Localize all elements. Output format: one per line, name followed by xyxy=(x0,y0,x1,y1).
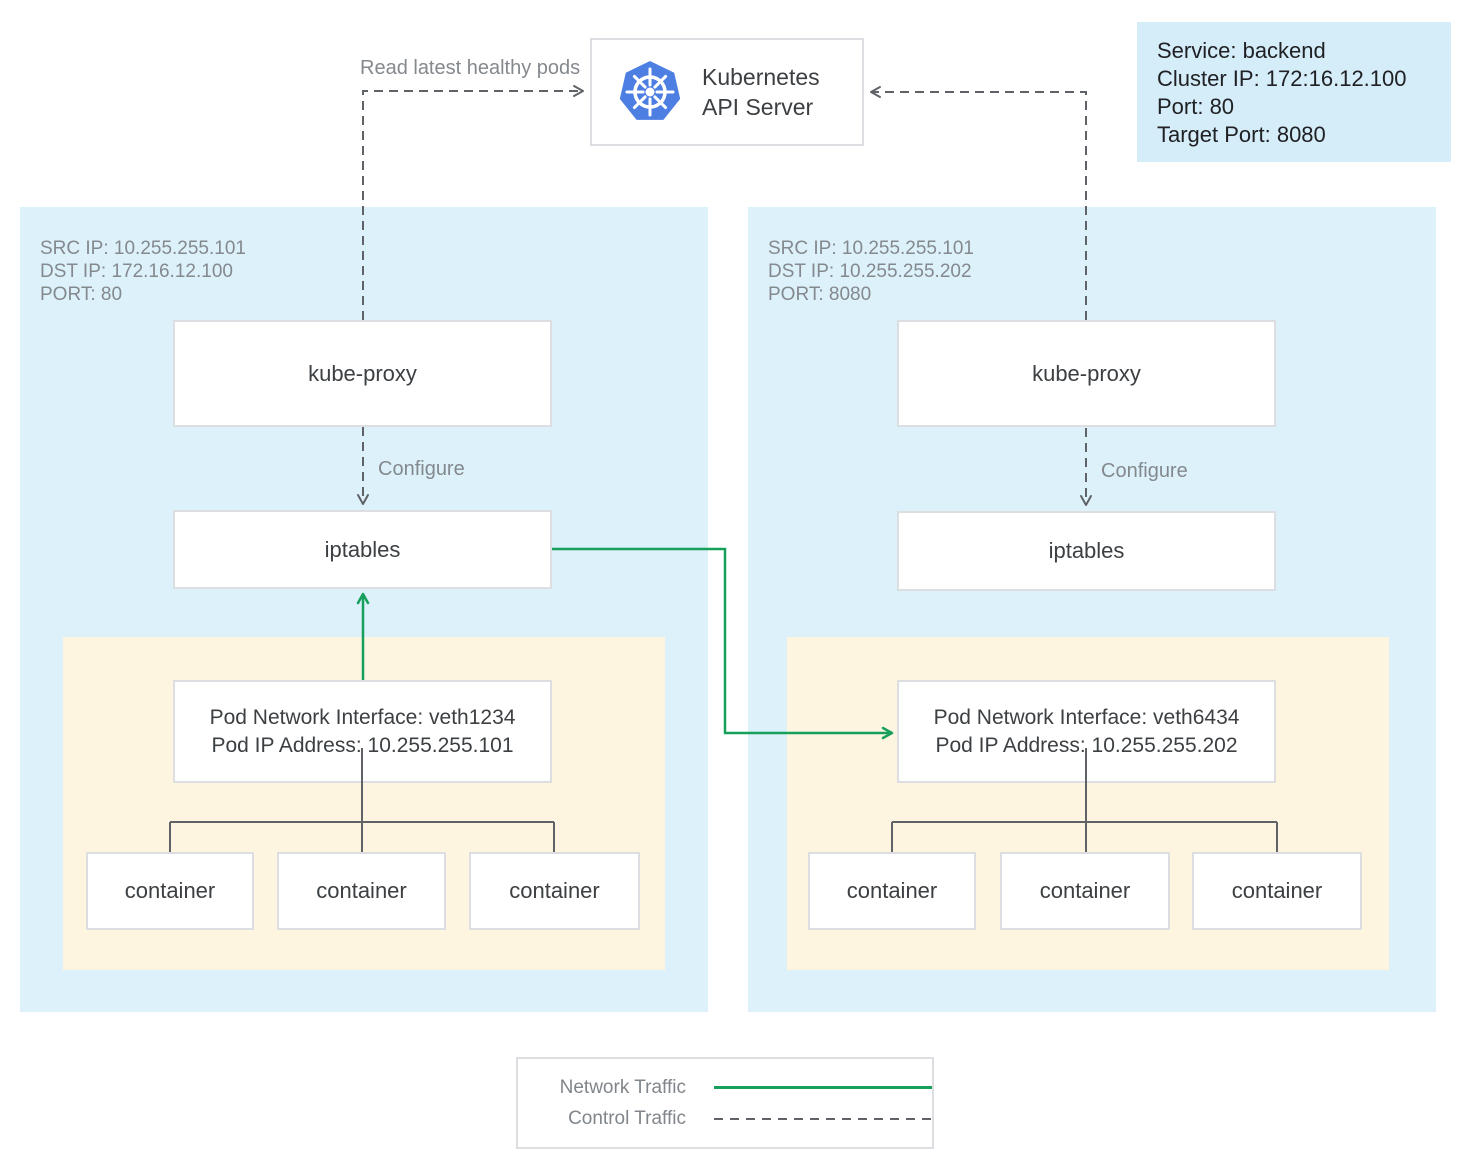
read-latest-pods-label: Read latest healthy pods xyxy=(360,57,581,79)
pod-interface-label-right: Pod Network Interface: veth6434 xyxy=(933,705,1240,729)
pod-interface-label-left: Pod Network Interface: veth1234 xyxy=(209,705,516,729)
kube-proxy-box-left: kube-proxy xyxy=(173,320,552,427)
src-ip-label-right: SRC IP: 10.255.255.101 xyxy=(768,238,974,259)
api-server-box: Kubernetes API Server xyxy=(590,38,864,146)
pod-network-interface-right: Pod Network Interface: veth6434 Pod IP A… xyxy=(897,680,1276,783)
container-label: container xyxy=(509,878,600,903)
dst-ip-label-left: DST IP: 172.16.12.100 xyxy=(40,261,233,282)
service-cluster-ip: Cluster IP: 172:16.12.100 xyxy=(1157,66,1407,91)
control-traffic-line-sample xyxy=(714,1117,932,1120)
container-box: container xyxy=(86,852,254,930)
container-label: container xyxy=(1231,878,1323,903)
configure-label-left: Configure xyxy=(378,458,465,480)
control-traffic-label: Control Traffic xyxy=(568,1107,686,1129)
service-name: Service: backend xyxy=(1157,38,1326,63)
api-server-label-line2: API Server xyxy=(702,94,814,120)
container-box: container xyxy=(808,852,976,930)
kube-proxy-label-left: kube-proxy xyxy=(308,360,417,386)
legend-row-control: Control Traffic xyxy=(518,1108,932,1130)
container-box: container xyxy=(469,852,640,930)
service-info-card: Service: backend Cluster IP: 172:16.12.1… xyxy=(1137,22,1451,162)
kubernetes-logo-icon xyxy=(619,61,681,120)
container-label: container xyxy=(1039,878,1131,903)
pod-network-interface-left: Pod Network Interface: veth1234 Pod IP A… xyxy=(173,680,552,783)
src-ip-label-left: SRC IP: 10.255.255.101 xyxy=(40,238,246,259)
node-right: SRC IP: 10.255.255.101 DST IP: 10.255.25… xyxy=(748,207,1436,1012)
iptables-label-left: iptables xyxy=(324,536,401,562)
network-traffic-label: Network Traffic xyxy=(559,1076,686,1098)
packet-info-left: SRC IP: 10.255.255.101 DST IP: 172.16.12… xyxy=(40,237,246,306)
dst-ip-label-right: DST IP: 10.255.255.202 xyxy=(768,261,972,282)
container-box: container xyxy=(1192,852,1362,930)
legend-row-network: Network Traffic xyxy=(518,1077,932,1099)
iptables-box-left: iptables xyxy=(173,510,552,589)
container-label: container xyxy=(124,878,216,903)
service-target-port: Target Port: 8080 xyxy=(1157,122,1326,147)
configure-label-right: Configure xyxy=(1101,460,1188,482)
pod-box-right: Pod Network Interface: veth6434 Pod IP A… xyxy=(787,637,1389,970)
network-traffic-line-sample xyxy=(714,1086,932,1089)
packet-info-right: SRC IP: 10.255.255.101 DST IP: 10.255.25… xyxy=(768,237,974,306)
port-label-left: PORT: 80 xyxy=(40,284,123,305)
container-box: container xyxy=(277,852,446,930)
iptables-box-right: iptables xyxy=(897,511,1276,591)
service-port: Port: 80 xyxy=(1157,94,1235,119)
node-left: SRC IP: 10.255.255.101 DST IP: 172.16.12… xyxy=(20,207,708,1012)
pod-ip-label-left: Pod IP Address: 10.255.255.101 xyxy=(211,733,514,757)
container-label: container xyxy=(316,878,407,903)
api-server-label-line1: Kubernetes xyxy=(702,64,820,90)
iptables-label-right: iptables xyxy=(1048,538,1125,563)
container-label: container xyxy=(846,878,938,903)
pod-box-left: Pod Network Interface: veth1234 Pod IP A… xyxy=(63,637,665,970)
legend-box: Network Traffic Control Traffic xyxy=(516,1057,934,1149)
port-label-right: PORT: 8080 xyxy=(768,284,872,305)
kube-proxy-label-right: kube-proxy xyxy=(1032,360,1141,386)
pod-ip-label-right: Pod IP Address: 10.255.255.202 xyxy=(935,733,1238,757)
kube-proxy-box-right: kube-proxy xyxy=(897,320,1276,427)
container-box: container xyxy=(1000,852,1170,930)
